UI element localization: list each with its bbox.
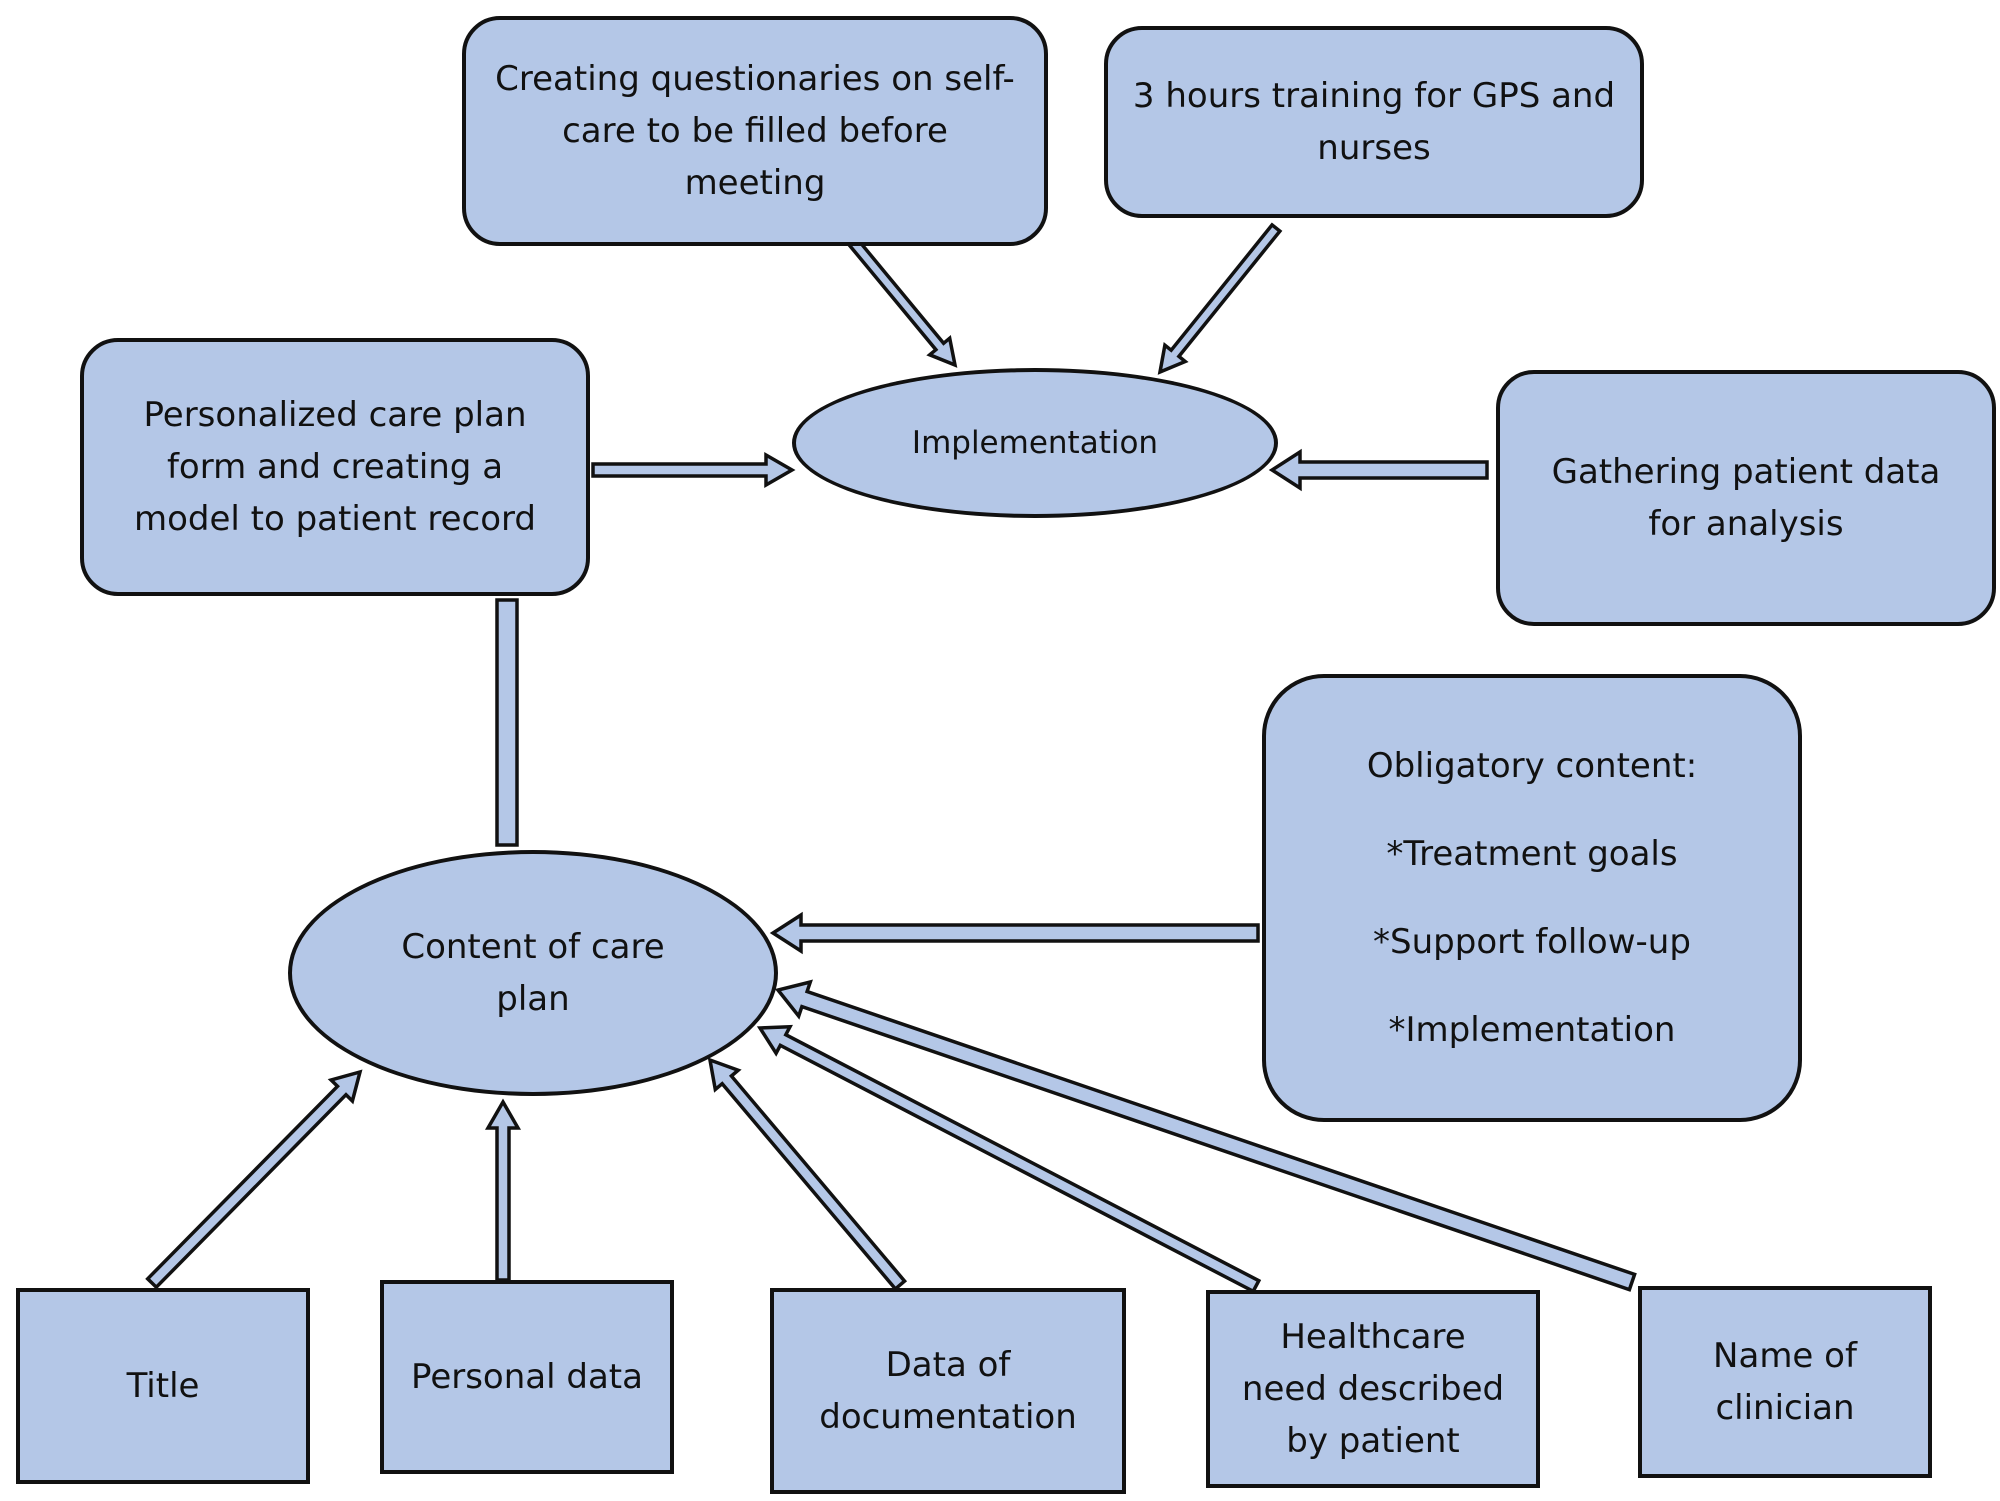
node-questionnaire: Creating questionaries on self- care to … <box>462 16 1048 246</box>
node-personal-data-label: Personal data <box>411 1357 643 1397</box>
obligatory-content-item: *Treatment goals <box>1386 834 1678 874</box>
obligatory-content-item: *Support follow-up <box>1373 922 1691 962</box>
node-training: 3 hours training for GPS and nurses <box>1104 26 1644 218</box>
arrow-gathering-data-to-implementation <box>1268 448 1489 492</box>
node-content-of-care-plan: Content of care plan <box>288 850 778 1096</box>
node-implementation: Implementation <box>792 368 1278 518</box>
arrow-title-to-content <box>145 1069 363 1290</box>
node-title: Title <box>16 1288 310 1484</box>
arrow-personalized-plan-to-implementation <box>591 451 796 489</box>
arrow-obligatory-to-content <box>769 911 1260 955</box>
node-data-of-documentation-label: Data of documentation <box>819 1345 1077 1437</box>
arrow-documentation-to-content <box>707 1057 908 1292</box>
node-personalized-plan-label: Personalized care plan form and creating… <box>133 395 537 539</box>
obligatory-content-heading: Obligatory content: <box>1366 746 1698 786</box>
arrow-healthcare-need-to-content <box>756 1024 1262 1294</box>
arrow-content-to-personalized-plan <box>495 598 519 847</box>
arrow-training-to-implementation <box>1157 222 1283 375</box>
node-personal-data: Personal data <box>380 1280 674 1474</box>
node-training-label: 3 hours training for GPS and nurses <box>1132 76 1616 168</box>
node-gathering-data: Gathering patient data for analysis <box>1496 370 1996 626</box>
arrow-personal-data-to-content <box>484 1098 522 1282</box>
node-name-of-clinician-label: Name of clinician <box>1713 1336 1857 1428</box>
node-obligatory-content: Obligatory content: *Treatment goals *Su… <box>1262 674 1802 1122</box>
node-gathering-data-label: Gathering patient data for analysis <box>1551 452 1941 544</box>
node-content-of-care-plan-label: Content of care plan <box>401 927 665 1019</box>
node-healthcare-need: Healthcare need described by patient <box>1206 1290 1540 1488</box>
node-implementation-label: Implementation <box>911 425 1159 461</box>
node-data-of-documentation: Data of documentation <box>770 1288 1126 1494</box>
node-healthcare-need-label: Healthcare need described by patient <box>1241 1317 1505 1461</box>
node-title-label: Title <box>126 1366 200 1406</box>
node-questionnaire-label: Creating questionaries on self- care to … <box>495 59 1015 203</box>
obligatory-content-item: *Implementation <box>1388 1010 1676 1050</box>
arrow-questionnaire-to-implementation <box>843 232 958 368</box>
node-name-of-clinician: Name of clinician <box>1638 1286 1932 1478</box>
node-personalized-plan: Personalized care plan form and creating… <box>80 338 590 596</box>
